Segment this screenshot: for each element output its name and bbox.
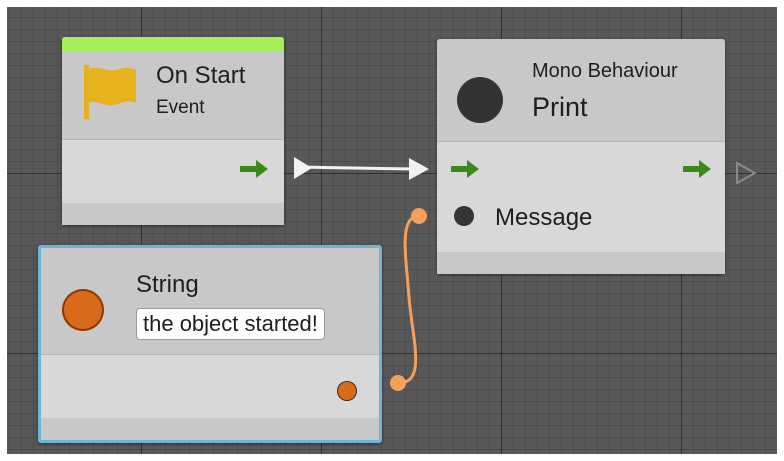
flow-output-port-icon[interactable] — [683, 160, 711, 178]
graph-canvas[interactable]: On Start Event Mono Behaviour Print Mess… — [7, 7, 777, 454]
node-title: On Start — [156, 62, 246, 89]
circle-icon — [62, 289, 104, 331]
string-node[interactable]: String the object started! — [38, 245, 382, 443]
flow-connection-wire[interactable] — [298, 165, 418, 171]
data-connection-wire[interactable] — [398, 214, 418, 385]
node-subtitle: Mono Behaviour — [532, 60, 678, 82]
flag-icon — [82, 63, 138, 128]
unconnected-flow-output-icon[interactable] — [735, 161, 758, 190]
event-accent-bar — [62, 37, 284, 51]
flow-output-port-icon[interactable] — [240, 160, 268, 178]
string-output-port-dot[interactable] — [337, 381, 357, 401]
print-node[interactable]: Mono Behaviour Print Message — [437, 39, 725, 274]
data-connection-end-dot — [411, 208, 427, 224]
message-port-dot[interactable] — [454, 206, 474, 226]
string-value-field[interactable]: the object started! — [136, 308, 325, 340]
node-footer — [41, 418, 379, 440]
on-start-node[interactable]: On Start Event — [62, 37, 284, 225]
node-title: String — [136, 271, 199, 298]
node-footer — [437, 252, 725, 274]
node-footer — [62, 203, 284, 225]
flow-connection-start-arrow — [294, 157, 312, 179]
flow-connection-end-arrow — [409, 158, 429, 180]
circle-icon — [457, 77, 503, 123]
message-port-label: Message — [495, 204, 593, 231]
flow-input-port-icon[interactable] — [451, 160, 479, 178]
node-subtitle: Event — [156, 97, 205, 118]
node-title: Print — [532, 92, 588, 122]
data-connection-start-dot — [390, 375, 406, 391]
